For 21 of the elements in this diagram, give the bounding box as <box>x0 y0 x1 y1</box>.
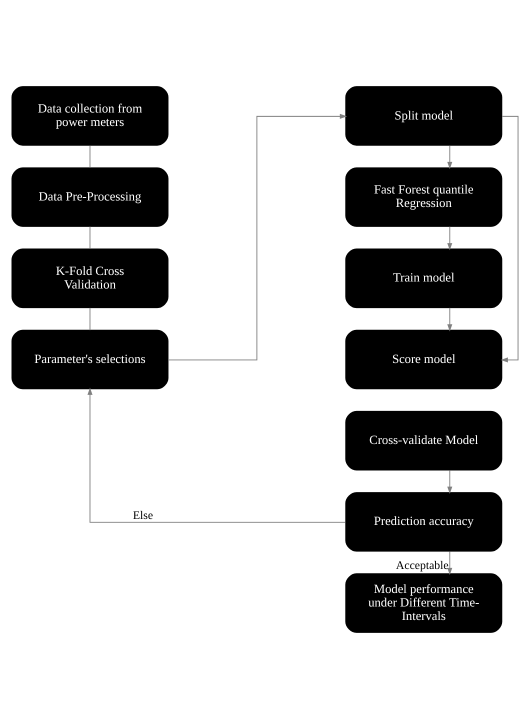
node-box: Fast Forest quantile Regression <box>345 166 502 226</box>
node-box: Cross-validate Model <box>345 410 502 470</box>
node-box: Score model <box>345 329 502 389</box>
node-box: Model performance under Different Time-Intervals <box>345 572 502 632</box>
edge-label: Acceptable <box>396 558 449 572</box>
node-box: K-Fold Cross Validation <box>12 248 168 308</box>
arrow <box>447 469 452 494</box>
arrow <box>447 550 452 575</box>
node-box: Train model <box>345 248 502 308</box>
node-box: Split model <box>345 86 502 146</box>
arrow <box>447 306 452 331</box>
edge-label: Else <box>132 508 154 522</box>
arrow <box>87 387 346 522</box>
arrow <box>500 115 518 362</box>
node-box: Data Pre-Processing <box>12 166 168 226</box>
node-box: Data collection from power meters <box>12 86 168 146</box>
node-box: Parameter's selections <box>12 329 168 389</box>
arrow <box>447 226 452 250</box>
arrow <box>447 144 452 169</box>
node-box: Prediction accuracy <box>345 492 502 552</box>
arrow <box>168 113 348 360</box>
